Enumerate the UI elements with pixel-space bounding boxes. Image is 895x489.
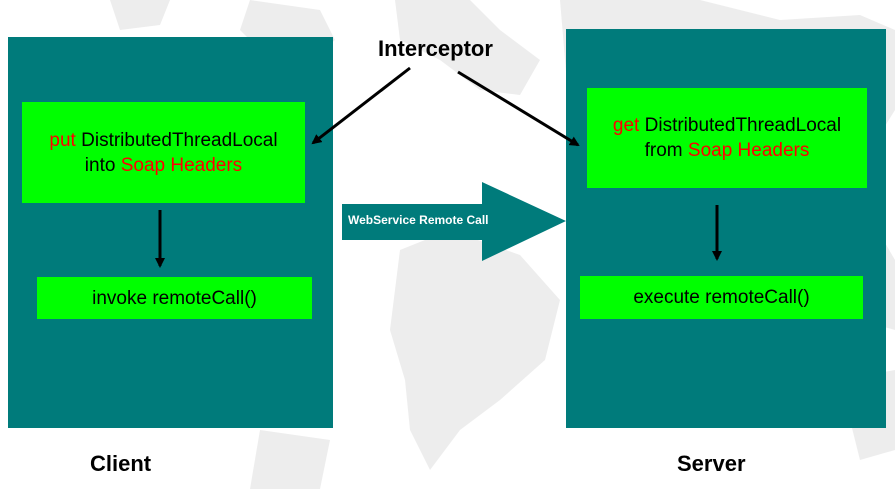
get-preposition: from bbox=[644, 140, 688, 161]
interceptor-arrow-left bbox=[311, 66, 411, 145]
put-object: DistributedThreadLocal bbox=[75, 129, 278, 151]
remote-call-arrow bbox=[342, 182, 566, 261]
get-object: DistributedThreadLocal bbox=[639, 115, 842, 136]
server-get-box: get DistributedThreadLocal from Soap Hea… bbox=[587, 88, 867, 188]
client-label: Client bbox=[90, 451, 152, 476]
put-verb: put bbox=[49, 129, 76, 151]
put-preposition: into bbox=[84, 154, 121, 176]
interceptor-label: Interceptor bbox=[378, 36, 493, 61]
client-put-box: put DistributedThreadLocal into Soap Hea… bbox=[22, 102, 305, 203]
get-target: Soap Headers bbox=[687, 140, 810, 161]
remote-call-label: WebService Remote Call bbox=[348, 213, 489, 227]
client-invoke-box: invoke remoteCall() bbox=[37, 277, 312, 319]
interceptor-arrow-right bbox=[457, 70, 580, 147]
get-verb: get bbox=[612, 115, 640, 136]
server-label: Server bbox=[677, 451, 746, 476]
put-target: Soap Headers bbox=[120, 154, 243, 176]
server-exec-box: execute remoteCall() bbox=[580, 276, 863, 319]
